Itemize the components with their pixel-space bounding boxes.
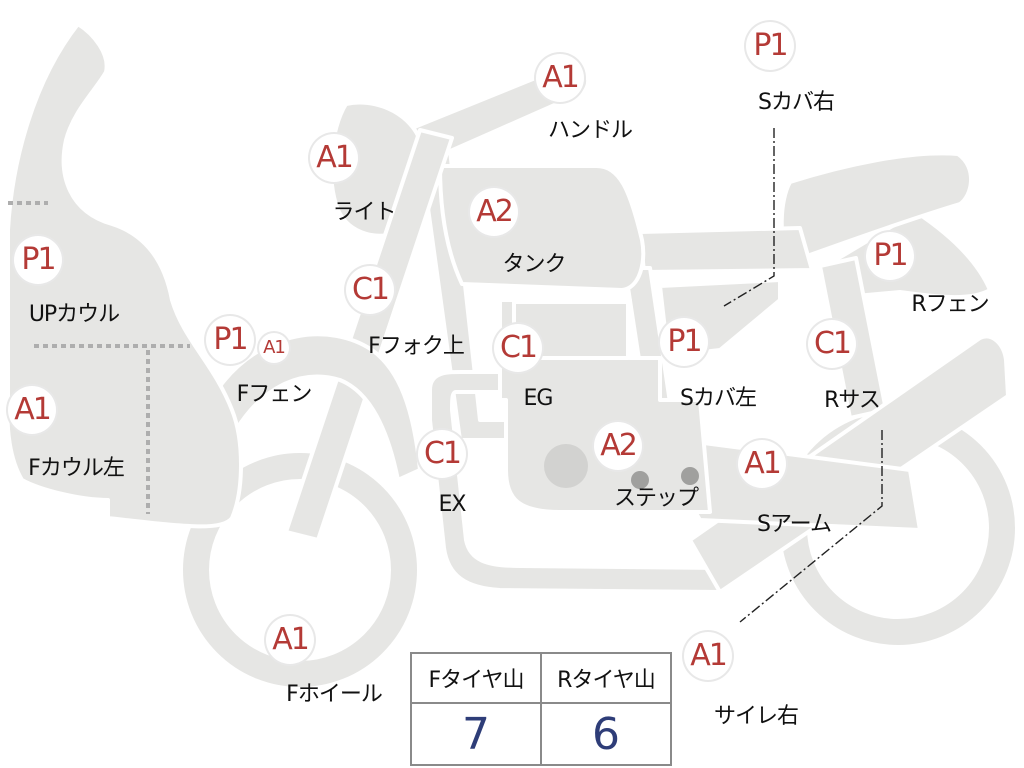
step-grade-badge: A2 — [594, 422, 642, 470]
tire-tread-table: Fタイヤ山 Rタイヤ山 7 6 — [410, 652, 672, 766]
engine-grade-badge: C1 — [494, 324, 542, 372]
r-suspension-label: Rサス — [824, 388, 881, 413]
f-cowl-left-grade-badge: A1 — [8, 386, 56, 434]
f-fender-label: Fフェン — [236, 382, 313, 407]
side-cover-l-label: Sカバ左 — [680, 386, 757, 411]
rear-tire-value: 6 — [540, 702, 672, 766]
f-fork-upper-label: Fフォク上 — [368, 334, 465, 359]
tire-table-header-row: Fタイヤ山 Rタイヤ山 — [410, 652, 672, 704]
f-fender-sub-grade-badge: A1 — [259, 333, 289, 363]
f-fork-upper-grade-badge: C1 — [346, 266, 394, 314]
handle-grade-badge: A1 — [536, 54, 584, 102]
exhaust-grade-badge: C1 — [418, 430, 466, 478]
f-fender-grade-badge: P1 — [206, 316, 254, 364]
cowl-shape — [5, 22, 243, 529]
swing-arm-grade-badge: A1 — [738, 440, 786, 488]
f-cowl-left-label: Fカウル左 — [28, 456, 125, 481]
silencer-r-label: サイレ右 — [713, 704, 799, 729]
light-grade-badge: A1 — [310, 134, 358, 182]
r-fender-label: Rフェン — [911, 292, 989, 317]
front-fork-shape — [284, 128, 454, 542]
engine-label: EG — [523, 386, 554, 411]
tank-grade-badge: A2 — [470, 188, 518, 236]
exhaust-label: EX — [438, 492, 467, 517]
step-dot-1 — [631, 471, 649, 489]
light-label: ライト — [332, 200, 396, 225]
silencer-r-grade-badge: A1 — [684, 632, 732, 680]
front-tire-header: Fタイヤ山 — [410, 652, 542, 704]
r-suspension-grade-badge: C1 — [808, 320, 856, 368]
f-wheel-label: Fホイール — [286, 682, 383, 707]
up-cowl-label: UPカウル — [28, 302, 120, 327]
tire-table-value-row: 7 6 — [410, 702, 672, 766]
tank-label: タンク — [502, 252, 566, 277]
silencer-r-leader — [739, 430, 883, 623]
r-fender-grade-badge: P1 — [866, 232, 914, 280]
side-cover-r-leader — [723, 128, 775, 307]
exhaust-pipe-shape — [428, 369, 724, 594]
rear-tire-header: Rタイヤ山 — [540, 652, 672, 704]
f-wheel-grade-badge: A1 — [266, 616, 314, 664]
swing-arm-label: Sアーム — [757, 512, 832, 537]
step-dot-2 — [681, 467, 699, 485]
engine-cover-dot — [544, 444, 588, 488]
up-cowl-grade-badge: P1 — [14, 236, 62, 284]
step-label: ステップ — [613, 486, 699, 511]
front-wheel-shape — [183, 453, 417, 687]
front-tire-value: 7 — [410, 702, 542, 766]
side-cover-r-label: Sカバ右 — [758, 90, 835, 115]
front-fender-shape — [218, 332, 422, 482]
side-cover-r-grade-badge: P1 — [746, 22, 794, 70]
seat-front-shape — [638, 226, 814, 274]
side-cover-l-grade-badge: P1 — [660, 318, 708, 366]
handle-label: ハンドル — [547, 118, 633, 143]
